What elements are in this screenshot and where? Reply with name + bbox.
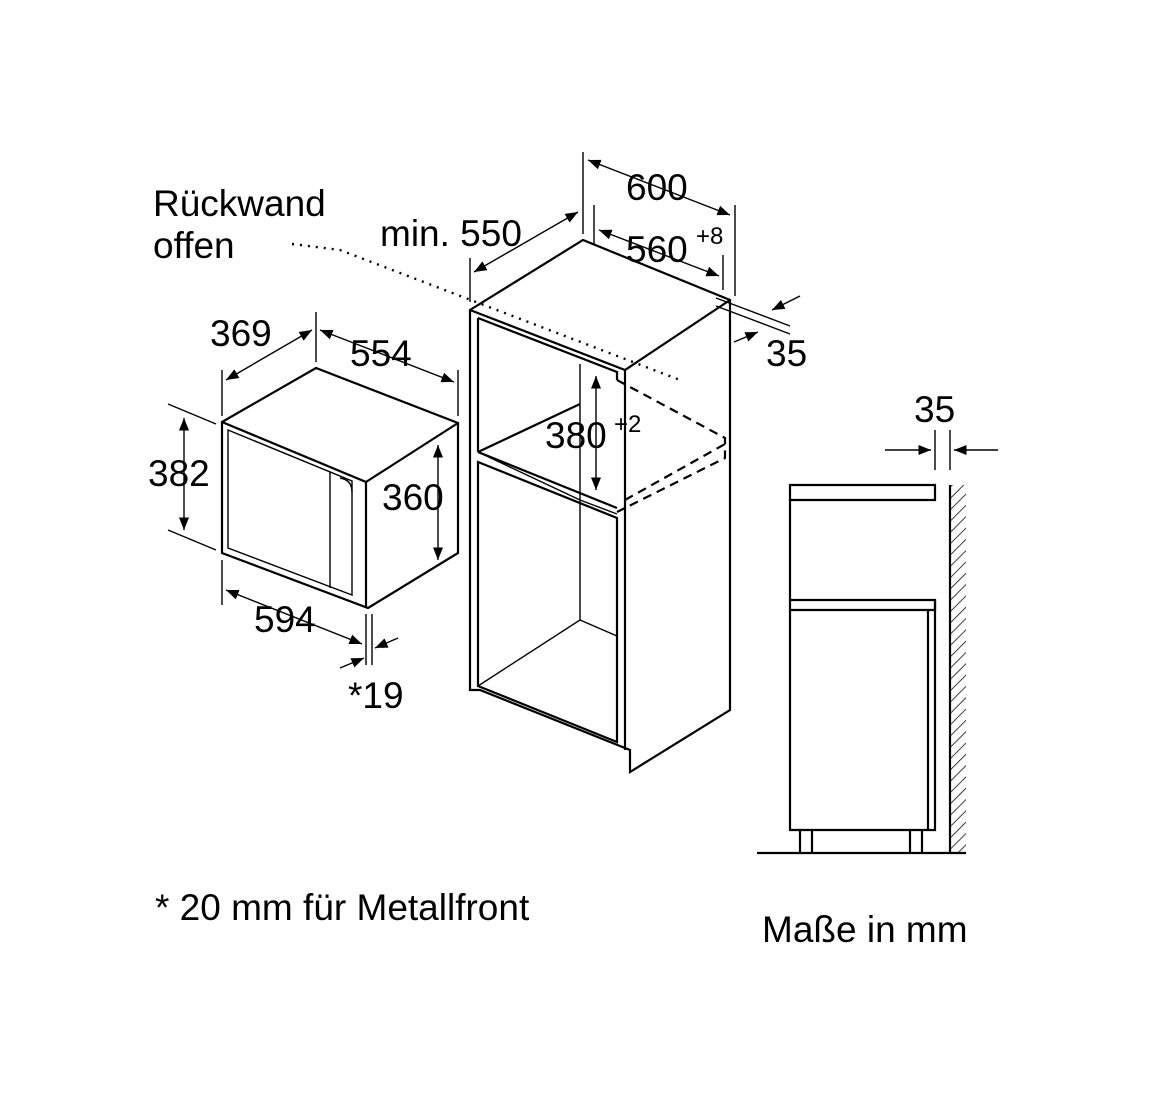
cabinet-width-label: 600 xyxy=(626,167,688,208)
microwave-drawing xyxy=(167,312,460,669)
side-view-drawing xyxy=(757,430,998,855)
footnote: * 20 mm für Metallfront xyxy=(155,887,530,928)
microwave-height-label: 382 xyxy=(148,453,210,494)
side-35-label: 35 xyxy=(766,333,807,374)
min-depth-label: min. 550 xyxy=(380,213,522,254)
niche-width-label: 560 xyxy=(626,229,688,270)
microwave-width-label: 594 xyxy=(254,599,316,640)
rear-wall-open-label: offen xyxy=(153,225,235,266)
microwave-body-width-label: 554 xyxy=(350,333,412,374)
niche-width-tolerance: +8 xyxy=(696,223,723,250)
niche-height-tolerance: +2 xyxy=(614,411,641,438)
microwave-door-label: *19 xyxy=(348,675,404,716)
units-note: Maße in mm xyxy=(762,909,968,950)
rear-wall-label: Rückwand xyxy=(153,183,326,224)
cabinet-drawing xyxy=(291,152,801,774)
side-view-35-label: 35 xyxy=(914,389,955,430)
niche-height-label: 380 xyxy=(545,415,607,456)
microwave-depth-label: 369 xyxy=(210,313,272,354)
microwave-body-height-label: 360 xyxy=(382,477,444,518)
